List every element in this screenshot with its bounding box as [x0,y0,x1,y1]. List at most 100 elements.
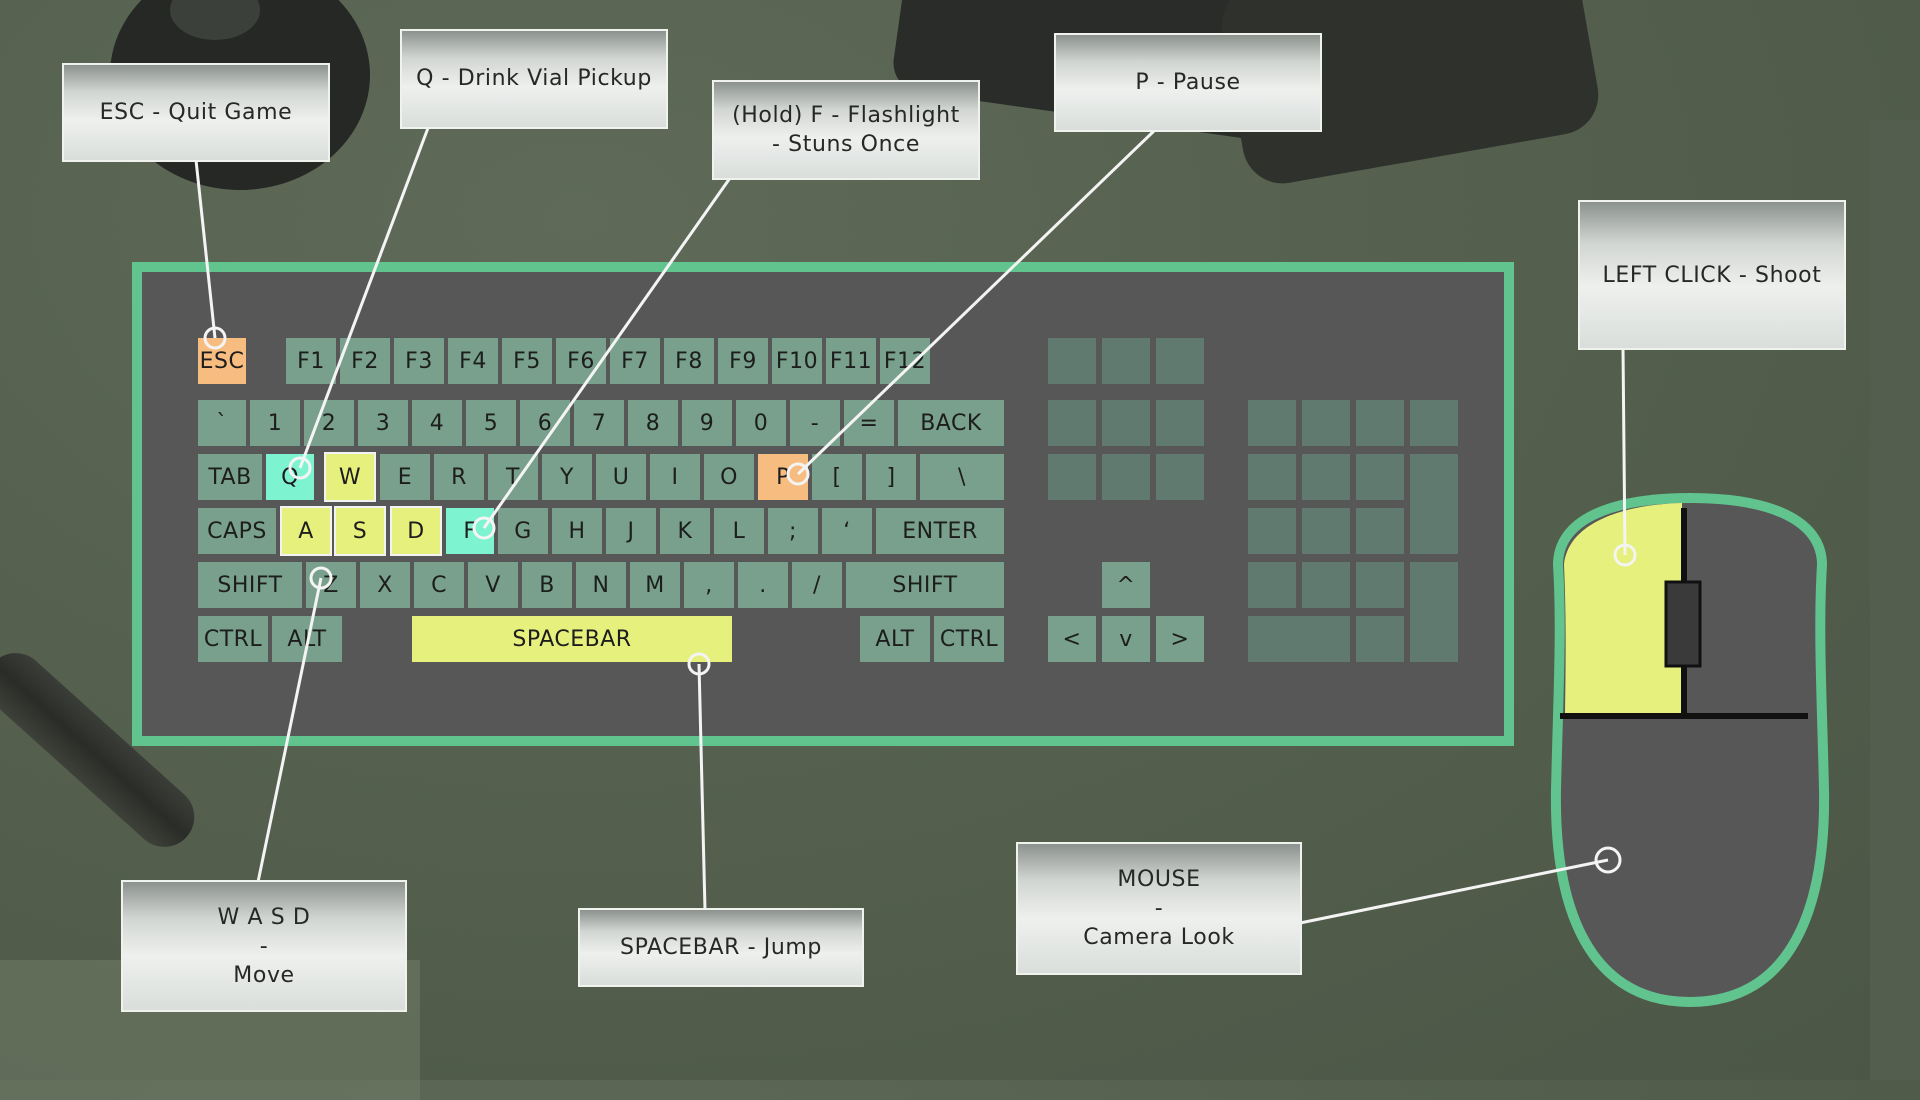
callout-mouse: MOUSE - Camera Look [1016,842,1302,975]
key-spacebar: SPACEBAR [412,616,732,662]
key-arrow-down: v [1102,616,1150,662]
key-blank [1156,338,1204,384]
key-m: M [630,562,680,608]
key-f2: F2 [340,338,390,384]
key-f10: F10 [772,338,822,384]
key-p: P [758,454,808,500]
key-l: L [714,508,764,554]
key-blank [1102,400,1150,446]
key-ctrl-right: CTRL [934,616,1004,662]
key-y: Y [542,454,592,500]
key-f1: F1 [286,338,336,384]
key-5: 5 [466,400,516,446]
key-left-bracket: [ [812,454,862,500]
callout-mouse-line3: Camera Look [1083,925,1235,950]
key-arrow-up: ^ [1102,562,1150,608]
key-i: I [650,454,700,500]
background-wall-edge [1870,120,1920,1080]
key-7: 7 [574,400,624,446]
key-blank [1156,454,1204,500]
key-blank [1048,338,1096,384]
key-quote: ‘ [822,508,872,554]
key-n: N [576,562,626,608]
numpad-key-blank [1302,508,1350,554]
key-f12: F12 [880,338,930,384]
numpad-key-blank [1248,454,1296,500]
numpad-key-blank [1356,454,1404,500]
key-f6: F6 [556,338,606,384]
key-shift-right: SHIFT [846,562,1004,608]
key-f7: F7 [610,338,660,384]
key-e: E [380,454,430,500]
key-o: O [704,454,754,500]
numpad-key-blank [1356,616,1404,662]
key-q: Q [266,454,314,500]
key-blank [1156,400,1204,446]
key-equals: = [844,400,894,446]
callout-wasd-line1: W A S D [217,904,311,930]
callout-esc: ESC - Quit Game [62,63,330,162]
key-4: 4 [412,400,462,446]
numpad-key-blank [1356,562,1404,608]
key-v: V [468,562,518,608]
key-arrow-right: > [1156,616,1204,662]
key-enter: ENTER [876,508,1004,554]
numpad-key-blank [1248,400,1296,446]
key-6: 6 [520,400,570,446]
key-minus: - [790,400,840,446]
key-f3: F3 [394,338,444,384]
key-blank [1102,454,1150,500]
callout-wasd-line3: Move [233,962,295,988]
callout-wasd: W A S D - Move [121,880,407,1012]
key-backslash: \ [920,454,1004,500]
key-j: J [606,508,656,554]
key-1: 1 [250,400,300,446]
callout-spacebar: SPACEBAR - Jump [578,908,864,987]
key-caps-lock: CAPS [198,508,276,554]
key-tab: TAB [198,454,262,500]
mouse-diagram [1550,492,1830,1008]
key-f8: F8 [664,338,714,384]
callout-spacebar-text: SPACEBAR - Jump [620,935,822,960]
key-d: D [390,506,442,556]
key-blank [1102,338,1150,384]
key-comma: , [684,562,734,608]
mouse-left-button-highlight [1564,503,1682,714]
key-shift-left: SHIFT [198,562,302,608]
callout-flashlight-line1: (Hold) F - Flashlight [732,103,960,128]
key-b: B [522,562,572,608]
callout-left-click: LEFT CLICK - Shoot [1578,200,1846,350]
numpad-key-blank [1248,562,1296,608]
numpad-zero-blank [1248,616,1350,662]
key-r: R [434,454,484,500]
key-alt-left: ALT [272,616,342,662]
callout-pause: P - Pause [1054,33,1322,132]
key-f9: F9 [718,338,768,384]
key-ctrl-left: CTRL [198,616,268,662]
numpad-enter-blank [1410,562,1458,662]
key-semicolon: ; [768,508,818,554]
key-f4: F4 [448,338,498,384]
callout-pause-text: P - Pause [1135,70,1241,95]
key-u: U [596,454,646,500]
key-s: S [334,506,386,556]
numpad-key-blank [1302,400,1350,446]
numpad-key-blank [1356,508,1404,554]
numpad-key-blank [1410,400,1458,446]
callout-mouse-line2: - [1154,896,1164,921]
key-f: F [446,508,494,554]
key-3: 3 [358,400,408,446]
key-9: 9 [682,400,732,446]
numpad-key-blank [1302,562,1350,608]
callout-drink-text: Q - Drink Vial Pickup [416,66,652,91]
callout-wasd-line2: - [259,933,269,959]
key-a: A [280,506,332,556]
key-backtick: ` [198,400,246,446]
numpad-key-blank [1302,454,1350,500]
key-2: 2 [304,400,354,446]
callout-flashlight-line2: - Stuns Once [772,132,920,157]
key-h: H [552,508,602,554]
key-z: Z [306,562,356,608]
key-alt-right: ALT [860,616,930,662]
key-x: X [360,562,410,608]
